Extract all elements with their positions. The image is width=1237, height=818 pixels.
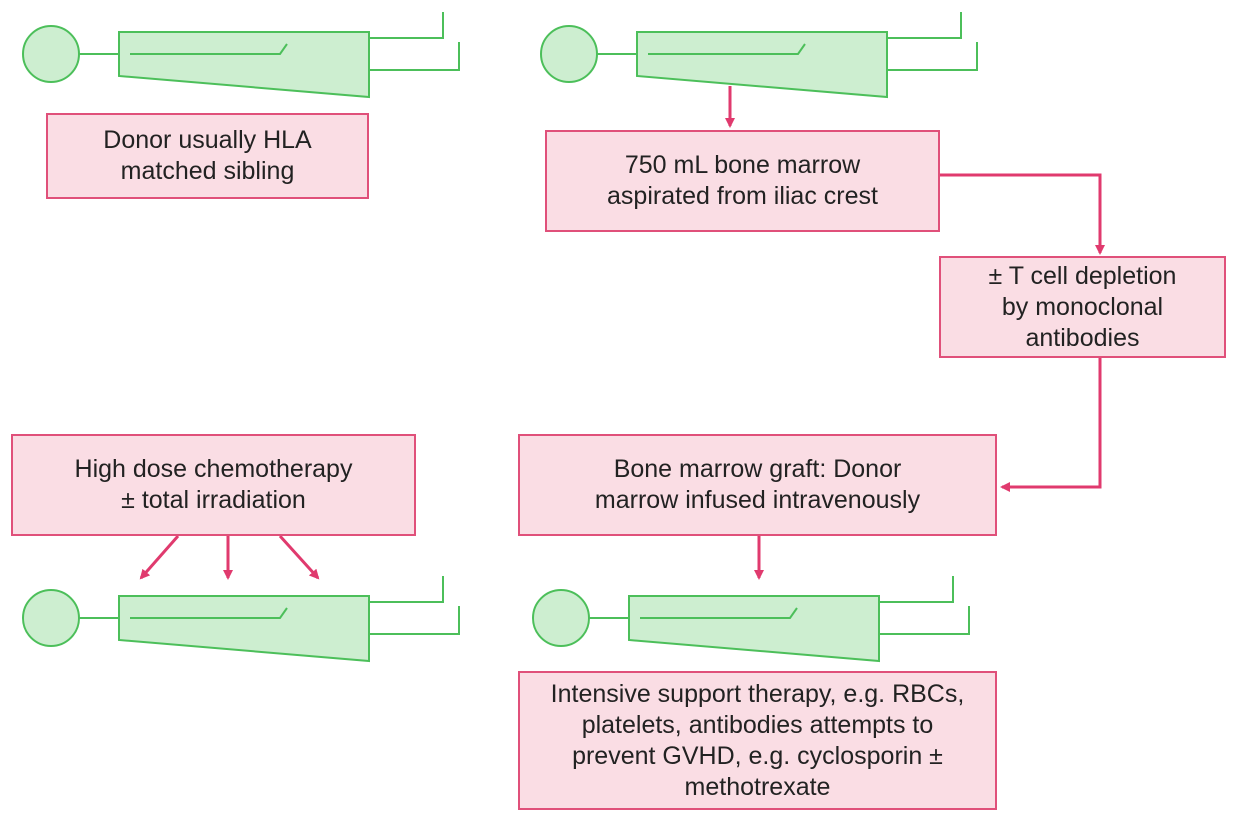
support-text: Intensive support therapy, e.g. RBCs, pl… <box>550 679 965 801</box>
depletion-box: ± T cell depletion by monoclonal antibod… <box>939 256 1226 358</box>
arrow-chemo-right <box>278 534 320 580</box>
chemo-box: High dose chemotherapy ± total irradiati… <box>11 434 416 536</box>
donor-text: Donor usually HLA matched sibling <box>103 126 312 185</box>
aspirate-text: 750 mL bone marrow aspirated from iliac … <box>607 151 878 210</box>
depletion-text: ± T cell depletion by monoclonal antibod… <box>988 261 1177 352</box>
graft-text: Bone marrow graft: Donor marrow infused … <box>594 455 921 514</box>
aspirate-box: 750 mL bone marrow aspirated from iliac … <box>545 130 940 232</box>
body-silhouette-icon <box>532 576 970 663</box>
body-silhouette-icon <box>22 576 460 663</box>
arrow-aspirate-to-depletion <box>940 173 1105 255</box>
chemo-text: High dose chemotherapy ± total irradiati… <box>74 455 353 514</box>
donor-box: Donor usually HLA matched sibling <box>46 113 369 199</box>
arrow-depletion-to-graft <box>1000 358 1102 492</box>
arrow-chemo-left <box>139 535 180 580</box>
body-silhouette-icon <box>22 12 460 99</box>
support-box: Intensive support therapy, e.g. RBCs, pl… <box>518 671 997 810</box>
body-silhouette-icon <box>540 12 978 99</box>
graft-box: Bone marrow graft: Donor marrow infused … <box>518 434 997 536</box>
